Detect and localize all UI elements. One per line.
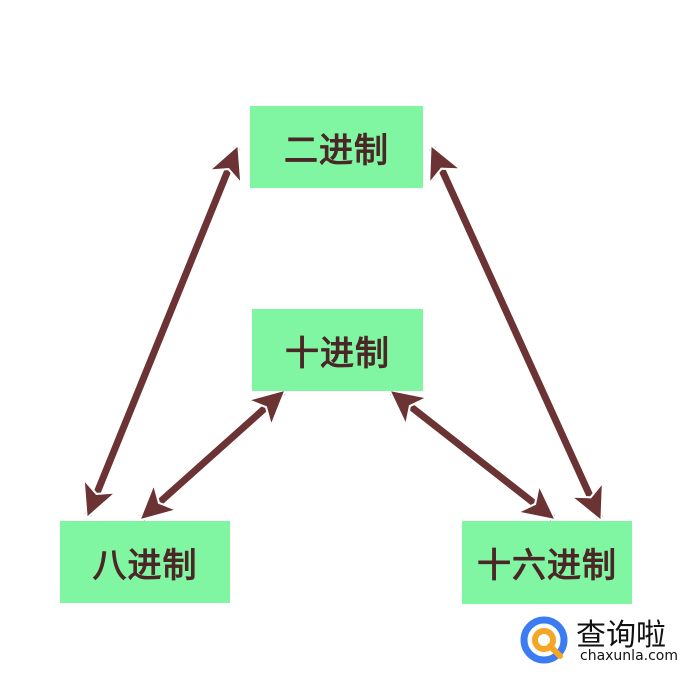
double-arrow-binary-octal xyxy=(88,148,237,515)
watermark-logo: 查询啦 chaxunla.com xyxy=(518,610,688,670)
double-arrow-decimal-octal xyxy=(142,392,283,518)
node-binary: 二进制 xyxy=(250,106,423,188)
node-decimal: 十进制 xyxy=(252,309,423,391)
node-octal: 八进制 xyxy=(60,521,230,603)
watermark-url: chaxunla.com xyxy=(580,648,678,664)
double-arrow-decimal-hex xyxy=(392,392,553,518)
double-arrow-binary-hex xyxy=(432,148,600,518)
watermark-name: 查询啦 xyxy=(576,618,666,653)
search-logo-icon xyxy=(520,616,568,664)
node-hex: 十六进制 xyxy=(462,521,632,604)
